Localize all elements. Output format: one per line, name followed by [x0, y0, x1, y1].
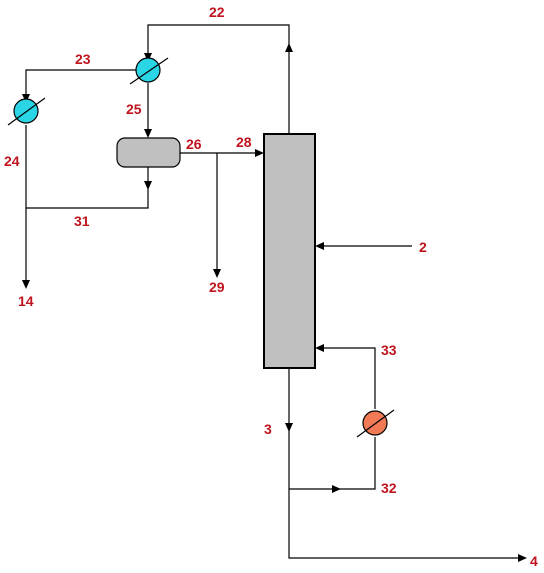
heat-exchanger-icon: [356, 409, 395, 438]
stream-23-line: [22, 69, 136, 103]
stream-24-14-line: [22, 125, 30, 289]
stream-2-line: [315, 242, 412, 250]
stream-label-2: 2: [419, 239, 427, 255]
stream-label-28: 28: [236, 134, 252, 150]
stream-label-29: 29: [209, 279, 225, 295]
stream-label-25: 25: [126, 101, 142, 117]
heat-exchanger-icon: [7, 97, 46, 126]
stream-label-4: 4: [530, 553, 538, 569]
stream-3-4-line: [285, 368, 527, 562]
stream-label-31: 31: [74, 213, 90, 229]
stream-label-33: 33: [381, 342, 397, 358]
stream-29-line: [213, 153, 221, 278]
stream-32-line: [289, 437, 376, 493]
stream-label-24: 24: [4, 153, 20, 169]
stream-label-22: 22: [209, 4, 225, 20]
stream-22-line: [144, 24, 293, 134]
stream-label-32: 32: [381, 480, 397, 496]
drum-vessel-icon: [116, 137, 181, 168]
heat-exchanger-icon: [129, 57, 169, 85]
stream-26-28-line: [180, 149, 264, 157]
stream-33-line: [315, 344, 376, 409]
distillation-column: [263, 133, 316, 369]
stream-label-26: 26: [186, 136, 202, 152]
stream-25-line: [144, 83, 152, 138]
stream-label-3: 3: [264, 421, 272, 437]
stream-label-14: 14: [18, 293, 34, 309]
stream-label-23: 23: [75, 51, 91, 67]
stream-31-line: [26, 166, 152, 209]
